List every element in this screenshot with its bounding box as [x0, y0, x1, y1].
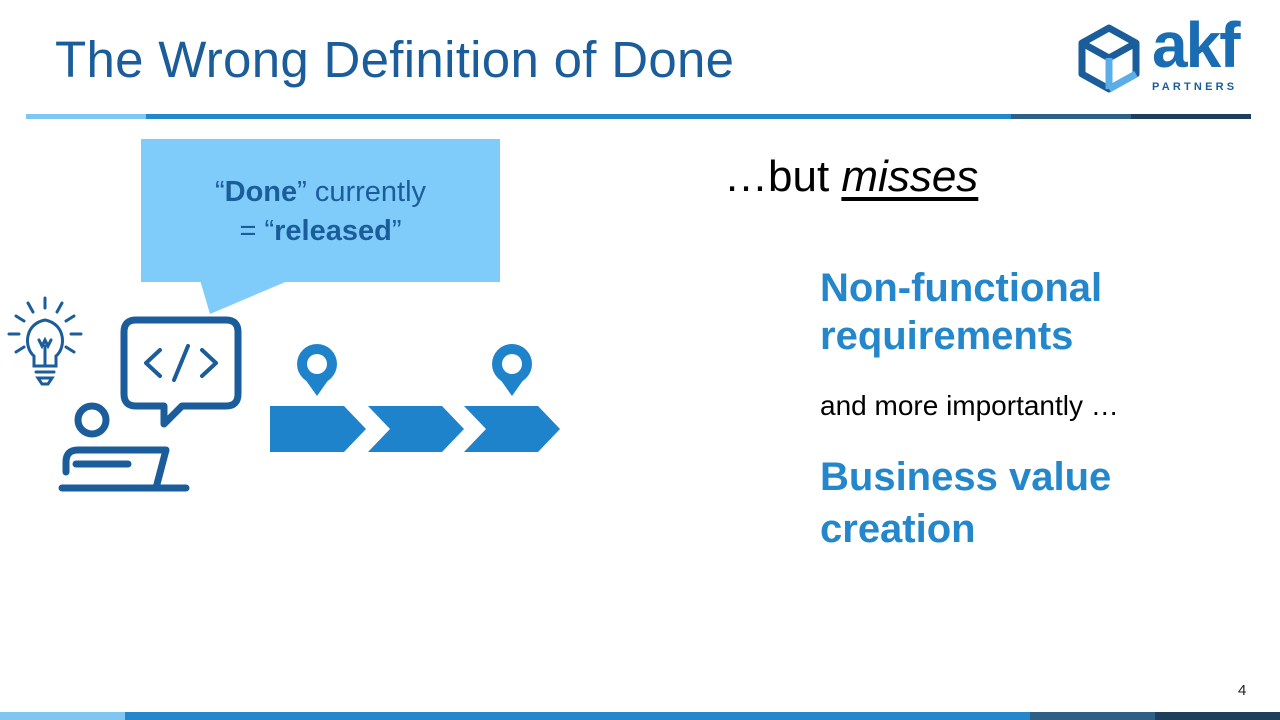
misses-heading: …but misses [724, 152, 979, 201]
developer-laptop-icon [58, 316, 242, 492]
connector-text: and more importantly … [820, 390, 1119, 421]
speech-bubble [141, 139, 500, 282]
footer-bar [0, 712, 1280, 720]
logo-subtitle: PARTNERS [1152, 81, 1238, 93]
chevron-arrow-icon [368, 406, 464, 452]
milestone-pin-icon [297, 344, 337, 396]
chevron-arrow-icon [270, 406, 366, 452]
bubble-text: “Done” currently = “released” [214, 176, 427, 247]
milestone-flow-icon [270, 344, 560, 452]
misses-word: misses [841, 152, 979, 201]
milestone-pin-icon [492, 344, 532, 396]
akf-logo: akf PARTNERS [1074, 9, 1254, 97]
speech-bubble-tail [200, 280, 290, 314]
lightbulb-icon [7, 296, 83, 386]
business-value-point: Business value creation [820, 455, 1112, 551]
code-icon [144, 344, 218, 382]
slide-title: The Wrong Definition of Done [55, 31, 735, 88]
title-rule [26, 114, 1251, 119]
akf-cube-logo-icon [1078, 24, 1140, 93]
nfr-point: Non-functional requirements [820, 266, 1103, 358]
done-word: Done [224, 176, 298, 208]
page-number: 4 [1238, 682, 1247, 699]
logo-wordmark: akf [1152, 9, 1240, 81]
chevron-arrow-icon [464, 406, 560, 452]
released-word: released [274, 215, 392, 247]
